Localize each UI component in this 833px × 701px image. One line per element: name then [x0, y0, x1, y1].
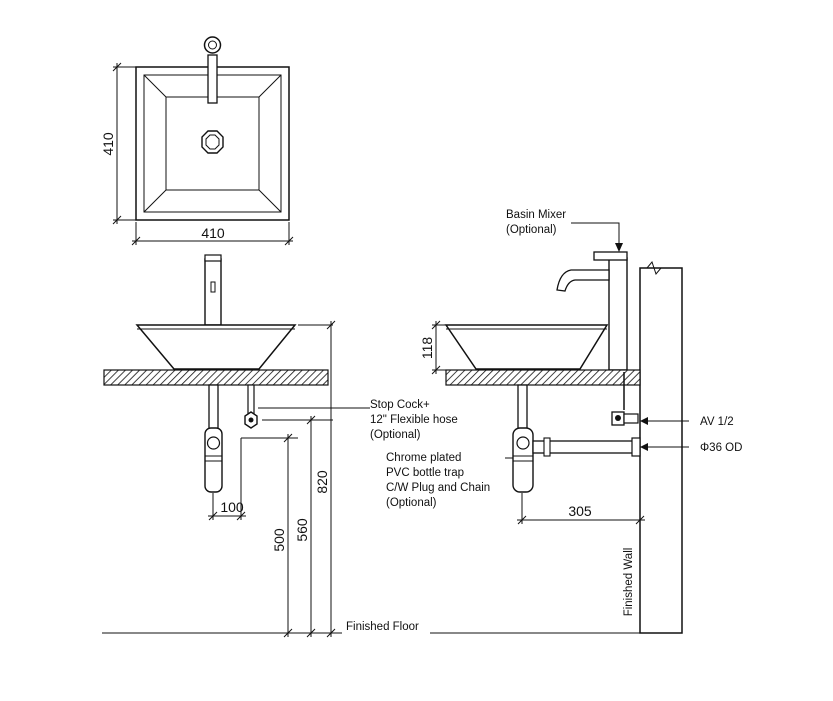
finished-wall [639, 267, 683, 634]
label-finished-wall: Finished Wall [623, 548, 635, 617]
dim-305: 305 [568, 503, 592, 519]
front-view: Stop Cock+ 12" Flexible hose (Optional) … [102, 254, 461, 638]
label-stop-cock: Stop Cock+ 12" Flexible hose (Optional) [370, 399, 461, 441]
label-basin-mixer: Basin Mixer (Optional) [506, 209, 569, 236]
top-view: 410 410 [100, 36, 294, 246]
faucet-handle-top [203, 36, 222, 54]
dim-118: 118 [419, 337, 435, 360]
basin-bowl-inner [165, 96, 260, 191]
dim-820: 820 [314, 470, 330, 494]
top-depth-dim: 410 [100, 132, 116, 156]
dim-560: 560 [294, 518, 310, 542]
dim-500: 500 [271, 528, 287, 552]
label-finished-floor: Finished Floor [346, 621, 419, 633]
countertop-front [103, 369, 329, 386]
label-od: Φ36 OD [700, 442, 742, 454]
basin-front [135, 324, 297, 370]
faucet-spout-top [207, 54, 218, 104]
basin-side [444, 324, 609, 370]
top-width-dim: 410 [201, 225, 225, 241]
dim-100: 100 [220, 499, 244, 515]
basin-mixer-spout [556, 269, 610, 292]
label-av: AV 1/2 [700, 416, 734, 428]
side-view: Finished Wall Basin Mixer (Optional) 118 [386, 209, 742, 634]
drain-icon [201, 130, 224, 154]
countertop-side [445, 369, 641, 386]
basin-mixer-body [608, 257, 628, 371]
label-bottle-trap: Chrome plated PVC bottle trap C/W Plug a… [386, 452, 493, 509]
